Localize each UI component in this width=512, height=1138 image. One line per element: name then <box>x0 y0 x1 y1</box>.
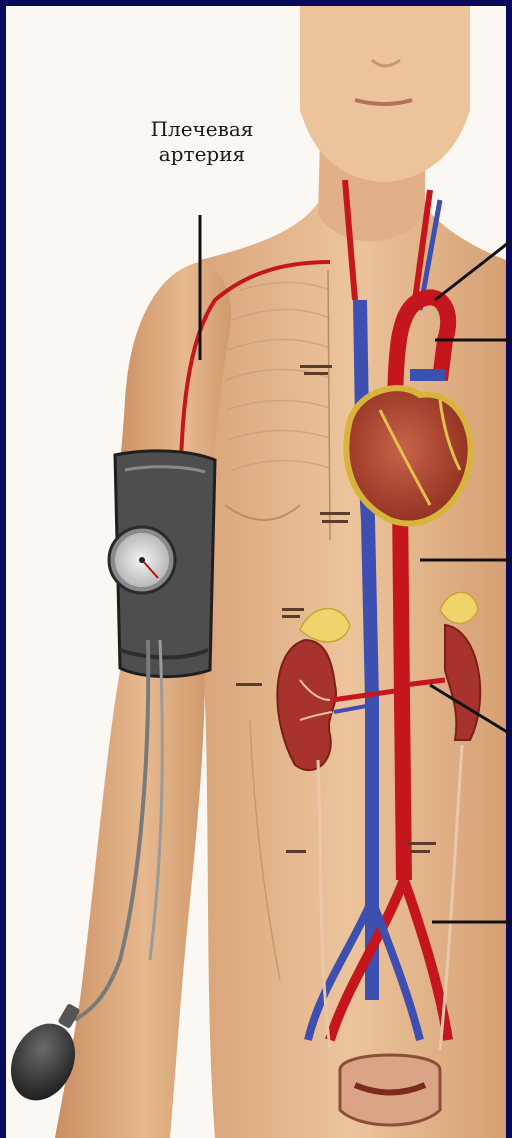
heart <box>346 388 470 523</box>
brachial-artery-label-line2: артерия <box>136 142 268 167</box>
sphygmomanometer-gauge-icon <box>109 527 175 593</box>
brachial-artery-label-line1: Плечевая <box>136 117 268 142</box>
brachial-artery-label: Плечевая артерия <box>136 117 268 167</box>
